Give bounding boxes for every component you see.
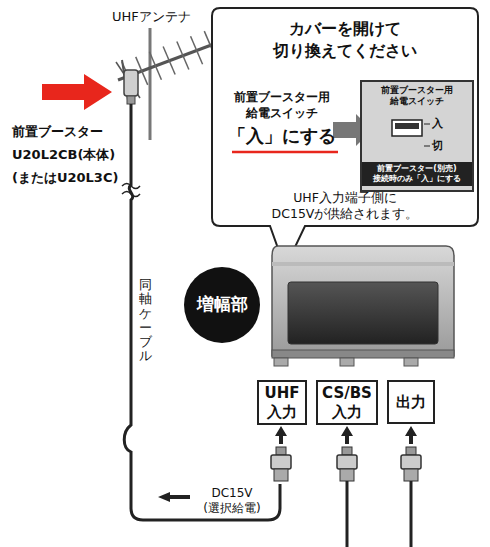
break-mark xyxy=(122,184,140,197)
pre-booster xyxy=(124,70,138,104)
switch-panel: 前置ブースター用 給電スイッチ入切前置ブースター(別売) 接続時のみ「入」にする xyxy=(360,80,474,192)
booster-label: 前置ブースター U20L2CB(本体) (またはU20L3C) xyxy=(12,120,130,189)
f-connectors xyxy=(271,426,421,547)
port-label: 出力 xyxy=(387,380,435,424)
panel-title: 前置ブースター用 給電スイッチ xyxy=(364,85,470,107)
section-badge: 増幅部 xyxy=(184,267,260,343)
callout-bubble: カバーを開けて 切り換えてください前置ブースター用 給電スイッチ「入」にする UH… xyxy=(212,8,478,226)
panel-note: 前置ブースター(別売) 接続時のみ「入」にする xyxy=(362,162,472,186)
port-text: UHF 入力 xyxy=(259,384,305,422)
dc-arrow xyxy=(158,492,190,502)
amplifier-unit xyxy=(272,246,454,366)
dc-label: DC15V (選択給電) xyxy=(192,486,272,516)
cable-label: 同軸ケーブル xyxy=(139,278,152,364)
switch-off: 切 xyxy=(432,138,446,153)
callout-heading: カバーを開けて 切り換えてください xyxy=(250,18,440,61)
callout-bubble xyxy=(212,8,478,268)
switch-instruction: 「入」にする xyxy=(226,124,338,148)
red-underline xyxy=(232,151,338,154)
antenna-label: UHFアンテナ xyxy=(112,8,222,26)
pointer-arrow xyxy=(42,74,112,110)
badge-text: 増幅部 xyxy=(184,293,260,316)
port-label: UHF 入力 xyxy=(257,380,307,425)
port-label: CS/BS 入力 xyxy=(316,380,378,425)
port-text: CS/BS 入力 xyxy=(318,384,376,422)
switch-on: 入 xyxy=(432,116,446,131)
supply-note: UHF入力端子側に DC15Vが供給されます。 xyxy=(230,190,460,223)
port-text: 出力 xyxy=(389,393,433,412)
switch-caption: 前置ブースター用 給電スイッチ xyxy=(226,90,338,121)
